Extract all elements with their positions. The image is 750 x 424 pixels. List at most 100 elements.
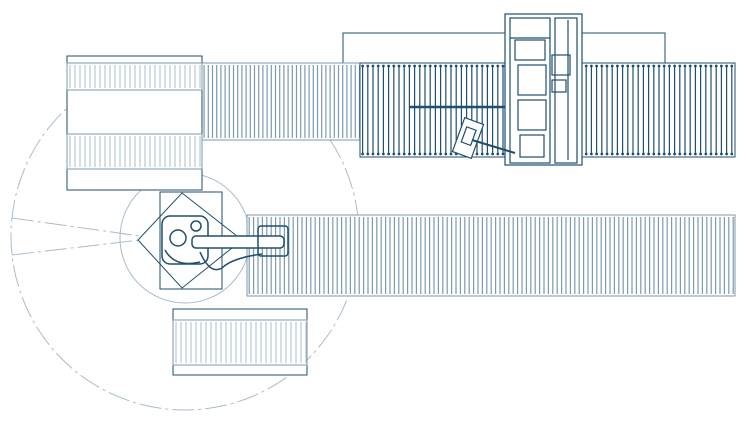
roller-bearing: [501, 64, 505, 68]
roller-bearing: [652, 152, 656, 156]
roller-bearing: [662, 64, 666, 68]
roller-bearing: [688, 64, 692, 68]
roller-bearing: [382, 152, 385, 156]
roller-bearing: [626, 64, 630, 68]
roller-bearing: [699, 152, 702, 156]
roller-bearing: [673, 64, 676, 68]
roller-bearing: [709, 152, 713, 156]
roller-bearing: [413, 152, 416, 156]
roller-bearing: [486, 64, 489, 68]
conveyor-frame: [201, 62, 361, 141]
roller-bearing: [449, 64, 453, 68]
roller-bearing: [496, 152, 500, 156]
roller-bearing: [652, 64, 656, 68]
roller-bearing: [631, 64, 635, 68]
roller-bearing: [413, 64, 416, 68]
roller-bearing: [688, 152, 692, 156]
roller-bearing: [616, 152, 619, 156]
roller-bearing: [423, 64, 427, 68]
roller-bearing: [720, 64, 723, 68]
pallet-row: [172, 319, 308, 366]
roller-bearing: [657, 64, 661, 68]
roller-bearing: [361, 64, 364, 68]
roller-bearing: [673, 152, 676, 156]
roller-bearing: [402, 152, 406, 156]
pallet-row: [66, 62, 203, 91]
roller-bearing: [595, 64, 598, 68]
roller-bearing: [610, 64, 614, 68]
roller-bearing: [725, 64, 728, 68]
roller-bearing: [444, 152, 448, 156]
roller-bearing: [387, 64, 390, 68]
roller-bearing: [647, 152, 650, 156]
roller-bearing: [480, 152, 484, 156]
roller-bearing: [382, 64, 385, 68]
roller-bearing: [642, 152, 645, 156]
roller-bearing: [376, 152, 380, 156]
roller-bearing: [444, 64, 448, 68]
roller-bearing: [361, 152, 364, 156]
roller-bearing: [730, 152, 734, 156]
roller-bearing: [647, 64, 650, 68]
roller-bearing: [423, 152, 427, 156]
infeed-roller-conveyor: [201, 62, 361, 141]
roller-bearing: [704, 64, 708, 68]
roller-bearing: [683, 64, 687, 68]
roller-bearing: [694, 64, 697, 68]
machine-frame-outline: [342, 32, 666, 63]
roller-bearing: [465, 64, 468, 68]
roller-bearing: [668, 64, 671, 68]
roller-bearing: [501, 152, 505, 156]
roller-bearing: [428, 152, 432, 156]
roller-bearing: [621, 152, 624, 156]
roller-bearing: [678, 152, 682, 156]
roller-bearing: [475, 64, 479, 68]
roller-bearing: [683, 152, 687, 156]
roller-bearing: [714, 64, 718, 68]
roller-bearing: [642, 64, 645, 68]
roller-bearing: [595, 152, 598, 156]
pallet-row: [66, 133, 203, 170]
roller-bearing: [460, 64, 463, 68]
roller-bearing: [392, 64, 396, 68]
roller-bearing: [725, 152, 728, 156]
roller-bearing: [418, 152, 422, 156]
outfeed-roller-conveyor: [246, 214, 736, 297]
roller-bearing: [709, 64, 713, 68]
roller-bearing: [678, 64, 682, 68]
roller-bearing: [371, 64, 375, 68]
roller-bearing: [491, 152, 494, 156]
roller-bearing: [392, 152, 396, 156]
roller-bearing: [480, 64, 484, 68]
roller-bearing: [621, 64, 624, 68]
roller-bearing: [605, 152, 609, 156]
roller-bearing: [397, 64, 401, 68]
roller-bearing: [636, 64, 640, 68]
roller-bearing: [470, 64, 474, 68]
roller-bearing: [434, 64, 437, 68]
roller-bearing: [720, 152, 723, 156]
roller-bearing: [402, 64, 406, 68]
pallet-station-top: [66, 55, 203, 191]
roller-bearing: [366, 152, 370, 156]
roller-bearing: [616, 64, 619, 68]
roller-bearing: [376, 64, 380, 68]
roller-bearing: [600, 152, 604, 156]
roller-bearing: [439, 152, 442, 156]
roller-bearing: [590, 152, 593, 156]
roller-bearing: [699, 64, 702, 68]
roller-bearing: [371, 152, 375, 156]
pallet-station-bottom: [172, 308, 308, 376]
roller-bearing: [408, 64, 411, 68]
roller-bearing: [486, 152, 489, 156]
roller-bearing: [428, 64, 432, 68]
roller-bearing: [496, 64, 500, 68]
roller-bearing: [714, 152, 718, 156]
roller-bearing: [668, 152, 671, 156]
roller-bearing: [610, 152, 614, 156]
roller-bearing: [434, 152, 437, 156]
roller-bearing: [662, 152, 666, 156]
roller-bearing: [491, 64, 494, 68]
roller-bearing: [631, 152, 635, 156]
roller-bearing: [408, 152, 411, 156]
